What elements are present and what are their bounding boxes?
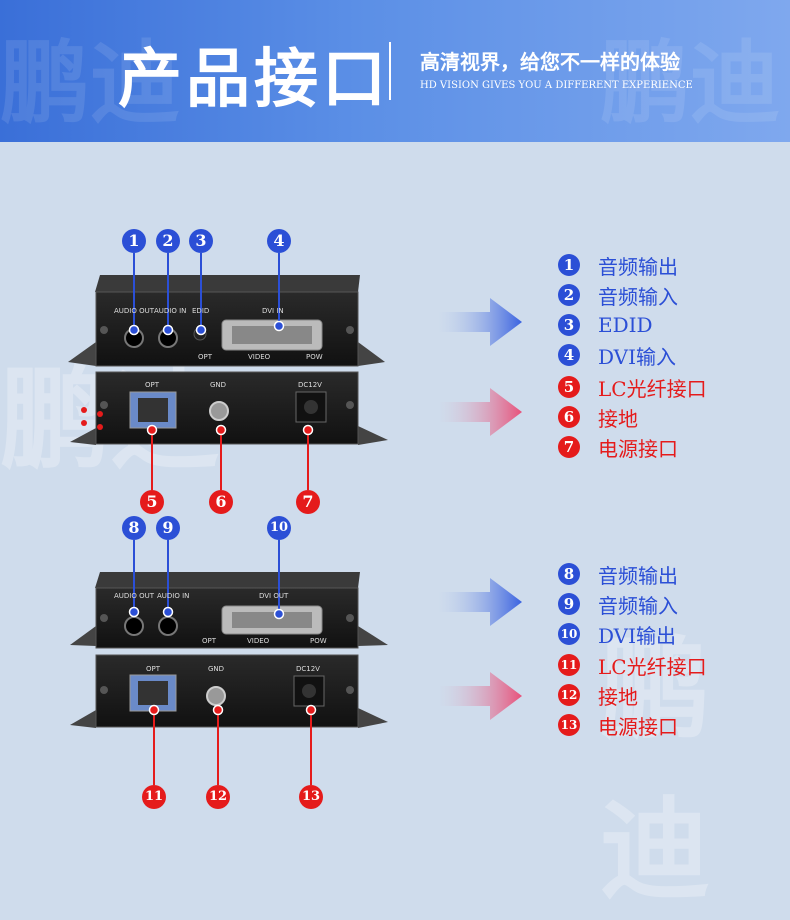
callout-badge: 13	[299, 785, 323, 809]
device2-bottom-unit	[70, 654, 388, 728]
device2-bottom-leaders	[153, 710, 312, 785]
legend-text: 音频输入	[598, 593, 678, 618]
port-label: VIDEO	[248, 353, 271, 361]
device1-top-dots	[128, 320, 285, 336]
callout-badge: 5	[140, 490, 164, 514]
legend-text: 音频输出	[598, 254, 678, 279]
legend-badge: 7	[558, 436, 580, 458]
port-label: AUDIO OUT	[114, 592, 155, 600]
callout-badge: 6	[209, 490, 233, 514]
port-label: EDID	[192, 307, 210, 315]
device1-bottom-dots	[146, 424, 314, 436]
callout-badge: 8	[122, 516, 146, 540]
device1-top-unit	[68, 275, 385, 367]
port-label: OPT	[202, 637, 217, 645]
port-label: POW	[306, 353, 323, 361]
legend-item: 2 音频输入	[558, 282, 678, 309]
legend-badge: 6	[558, 406, 580, 428]
arrow-blue-1	[438, 298, 522, 346]
callout-badge: 2	[156, 229, 180, 253]
port-label: DVI IN	[262, 307, 284, 315]
device1-bottom-unit	[70, 371, 388, 445]
header-banner: 鹏迪 鹏迪 产品接口 高清视界，给您不一样的体验 HD VISION GIVES…	[0, 0, 790, 142]
callout-badge: 11	[142, 785, 166, 809]
legend-badge: 11	[558, 654, 580, 676]
port-label: OPT	[146, 665, 161, 673]
legend-badge: 2	[558, 284, 580, 306]
callout-badge: 9	[156, 516, 180, 540]
legend-badge: 4	[558, 344, 580, 366]
port-label: POW	[310, 637, 327, 645]
device2-top-unit	[70, 572, 388, 649]
callout-badge: 10	[267, 516, 291, 540]
arrow-red-2	[438, 672, 522, 720]
legend-text: DVI输出	[598, 623, 677, 648]
legend-item: 13 电源接口	[558, 712, 678, 739]
watermark: 鹏迪	[0, 31, 180, 136]
device1-bottom-leaders	[151, 430, 309, 490]
port-label: OPT	[145, 381, 160, 389]
legend-badge: 13	[558, 714, 580, 736]
slogan: 高清视界，给您不一样的体验	[420, 50, 680, 74]
legend-text: 音频输出	[598, 563, 678, 588]
port-label: GND	[208, 665, 225, 673]
device1-top-leaders	[133, 253, 280, 330]
legend-item: 3 EDID	[558, 312, 653, 338]
legend-item: 5 LC光纤接口	[558, 374, 707, 401]
legend-badge: 10	[558, 623, 580, 645]
callout-badge: 12	[206, 785, 230, 809]
port-label: AUDIO IN	[157, 592, 190, 600]
page-title: 产品接口	[118, 42, 390, 117]
legend-badge: 12	[558, 684, 580, 706]
callout-badge: 7	[296, 490, 320, 514]
port-label: AUDIO IN	[154, 307, 187, 315]
legend-item: 9 音频输入	[558, 591, 678, 618]
legend-item: 12 接地	[558, 682, 638, 709]
device2-bottom-dots	[148, 704, 317, 716]
device2-top-dots	[128, 606, 285, 620]
legend-text: 音频输入	[598, 284, 678, 309]
legend-badge: 5	[558, 376, 580, 398]
legend-badge: 1	[558, 254, 580, 276]
legend-badge: 3	[558, 314, 580, 336]
legend-text: 电源接口	[598, 436, 678, 461]
legend-item: 10 DVI输出	[558, 621, 677, 648]
title-divider	[389, 42, 391, 100]
legend-text: LC光纤接口	[598, 376, 707, 401]
legend-badge: 9	[558, 593, 580, 615]
port-label: DC12V	[296, 665, 320, 673]
legend-text: 电源接口	[598, 714, 678, 739]
port-label: DC12V	[298, 381, 322, 389]
legend-item: 4 DVI输入	[558, 342, 677, 369]
arrow-blue-2	[438, 578, 522, 626]
device-illustrations	[68, 253, 522, 785]
legend-item: 1 音频输出	[558, 252, 678, 279]
legend-text: EDID	[598, 313, 653, 337]
watermark: 鹏迪	[600, 31, 780, 136]
port-label: GND	[210, 381, 227, 389]
legend-text: LC光纤接口	[598, 654, 707, 679]
device2-top-leaders	[133, 540, 280, 614]
callout-badge: 4	[267, 229, 291, 253]
arrow-red-1	[438, 388, 522, 436]
port-label: VIDEO	[247, 637, 270, 645]
legend-item: 7 电源接口	[558, 434, 678, 461]
callout-badge: 1	[122, 229, 146, 253]
legend-item: 11 LC光纤接口	[558, 652, 707, 679]
legend-item: 8 音频输出	[558, 561, 678, 588]
slogan-english: HD VISION GIVES YOU A DIFFERENT EXPERIEN…	[420, 80, 693, 91]
legend-badge: 8	[558, 563, 580, 585]
legend-item: 6 接地	[558, 404, 638, 431]
port-label: OPT	[198, 353, 213, 361]
legend-text: 接地	[598, 406, 638, 431]
callout-badge: 3	[189, 229, 213, 253]
port-label: DVI OUT	[259, 592, 289, 600]
legend-text: DVI输入	[598, 344, 677, 369]
port-label: AUDIO OUT	[114, 307, 155, 315]
legend-text: 接地	[598, 684, 638, 709]
